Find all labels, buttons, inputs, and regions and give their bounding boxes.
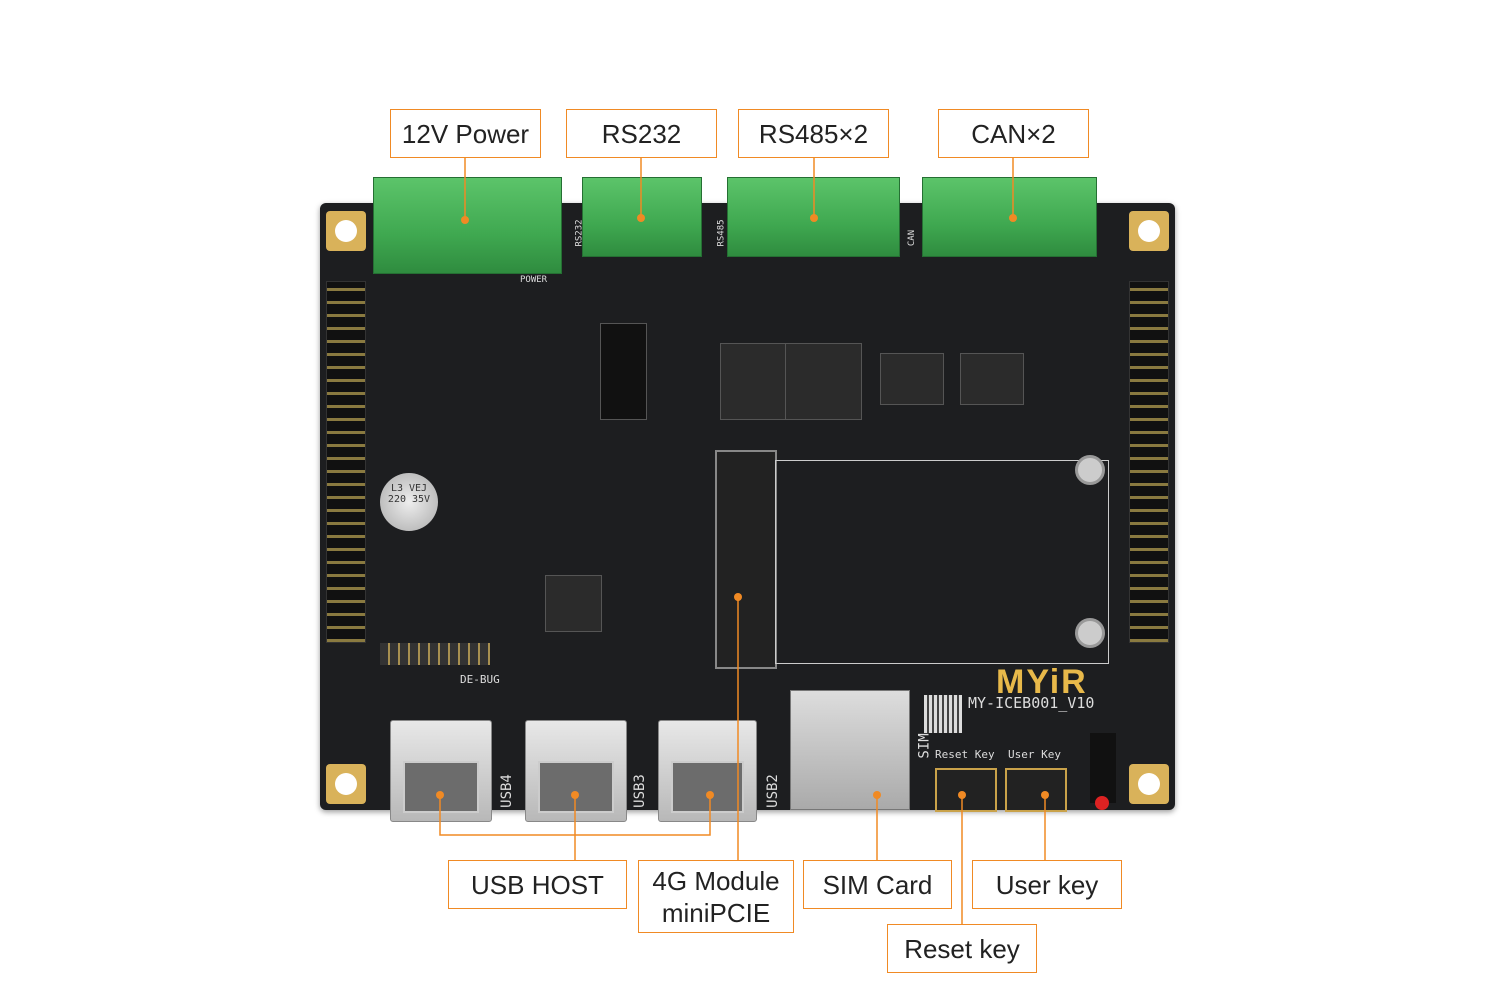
label-rs485: RS485×2 <box>738 109 889 158</box>
label-usb-host: USB HOST <box>448 860 627 909</box>
debug-header <box>380 643 490 665</box>
minipcie-slot <box>715 450 777 669</box>
can-chip <box>960 353 1024 405</box>
label-user-key: User key <box>972 860 1122 909</box>
label-rs232: RS232 <box>566 109 717 158</box>
pcb-board: L3 VEJ 220 35V MYiR MY-ICEB001_V10 SIM R… <box>320 203 1175 822</box>
usb-port-4 <box>390 720 492 822</box>
mounting-hole <box>326 764 366 804</box>
red-led <box>1095 796 1109 810</box>
qr-code <box>924 695 962 733</box>
silk-power: POWER <box>520 275 548 285</box>
board-model: MY-ICEB001_V10 <box>968 694 1095 712</box>
regulator <box>600 323 647 420</box>
label-4g-module: 4G Module miniPCIE <box>638 860 794 933</box>
mounting-hole <box>326 211 366 251</box>
mounting-hole <box>1129 211 1169 251</box>
sim-slot <box>790 690 910 810</box>
silk-reset-key: Reset Key <box>935 748 995 761</box>
label-4g-line1: 4G Module <box>652 865 780 896</box>
usb-port-2 <box>658 720 757 822</box>
myir-logo: MYiR <box>996 663 1088 701</box>
power-terminal-block <box>373 177 562 274</box>
label-12v-power: 12V Power <box>390 109 541 158</box>
mounting-hole <box>1129 764 1169 804</box>
standoff <box>1075 455 1105 485</box>
pin-header-left <box>326 281 366 643</box>
label-4g-line2: miniPCIE <box>661 897 771 928</box>
silk-user-key: User Key <box>1008 748 1061 761</box>
can-chip <box>880 353 944 405</box>
led-holder <box>1090 733 1116 803</box>
standoff <box>1075 618 1105 648</box>
electrolytic-capacitor: L3 VEJ 220 35V <box>380 473 438 531</box>
user-key-button[interactable] <box>1005 768 1067 812</box>
mcu-chip <box>545 575 602 632</box>
pin-header-right <box>1129 281 1169 643</box>
label-can: CAN×2 <box>938 109 1089 158</box>
label-sim-card: SIM Card <box>803 860 952 909</box>
reset-key-button[interactable] <box>935 768 997 812</box>
transceiver-chip <box>785 343 862 420</box>
module-outline <box>775 460 1109 664</box>
usb-port-3 <box>525 720 627 822</box>
label-reset-key: Reset key <box>887 924 1037 973</box>
silk-debug: DE-BUG <box>460 673 500 686</box>
transceiver-chip <box>720 343 797 420</box>
